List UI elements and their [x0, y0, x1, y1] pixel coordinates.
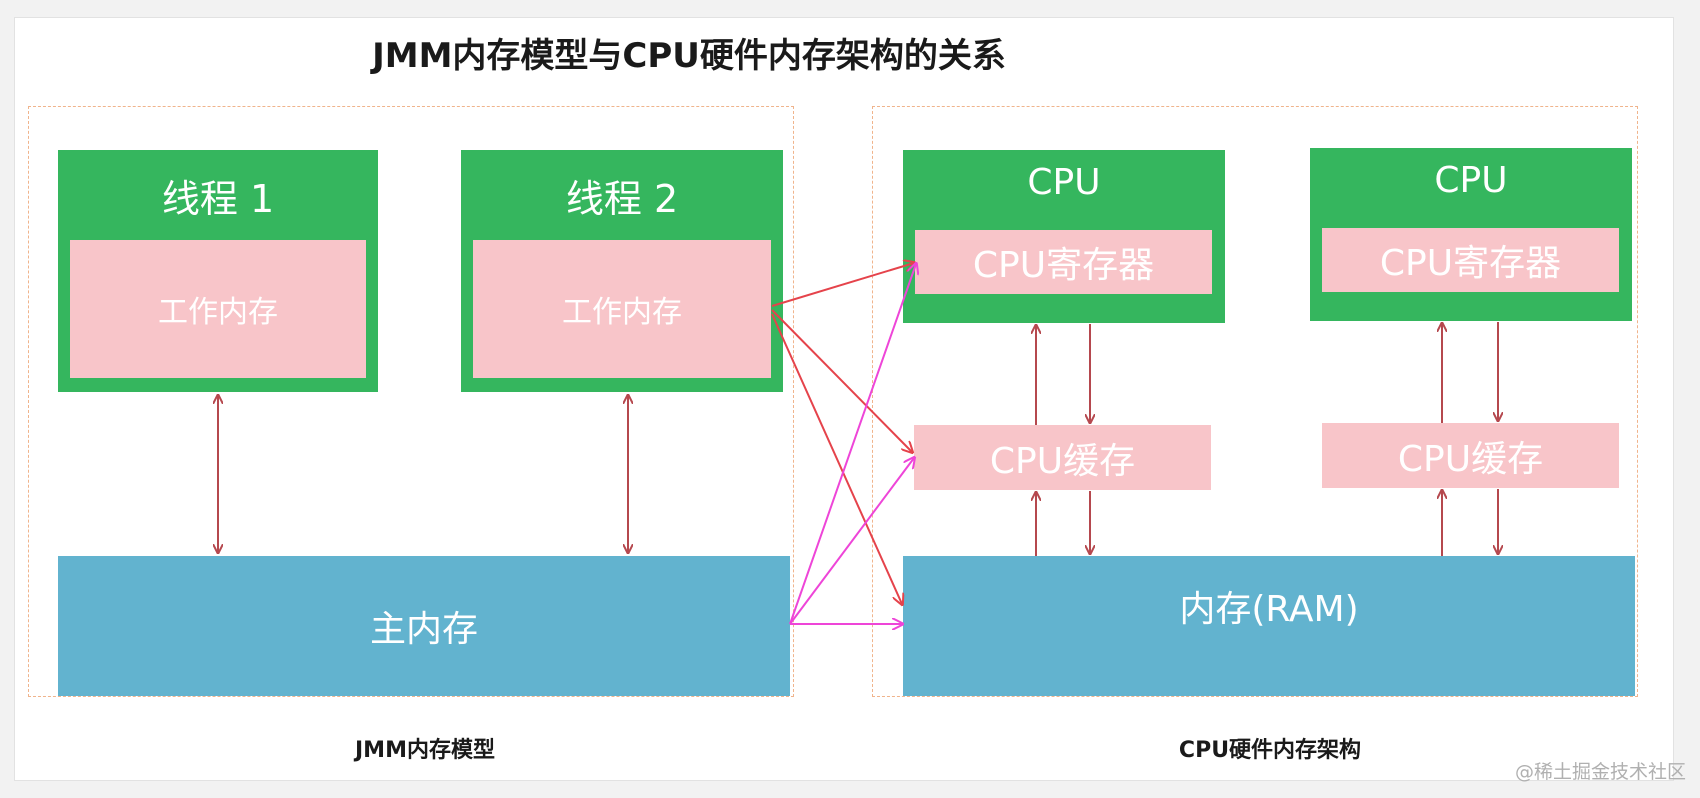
wm-to-ram-arrow: [771, 313, 902, 604]
cpu-2-label: CPU: [1434, 160, 1508, 201]
watermark: @稀土掘金技术社区: [1514, 761, 1686, 783]
ram: 内存(RAM): [903, 556, 1635, 696]
hardware-caption: CPU硬件内存架构: [1178, 738, 1362, 763]
thread-1-box: 线程 1 工作内存: [58, 150, 378, 392]
hardware-panel: [872, 106, 1638, 697]
cpu-1-box: CPU CPU寄存器: [903, 150, 1225, 323]
thread-2-working-memory: 工作内存: [473, 240, 771, 378]
main-to-cache-arrow: [789, 458, 914, 625]
thread-2-label: 线程 2: [565, 177, 679, 221]
cpu-1-cache: CPU缓存: [914, 425, 1211, 490]
cpu-2-box: CPU CPU寄存器: [1310, 148, 1632, 321]
cpu-1-register: CPU寄存器: [915, 230, 1212, 294]
main-memory: 主内存: [58, 556, 790, 696]
jmm-panel: [28, 106, 794, 697]
main-to-register-arrow: [789, 264, 916, 625]
thread-1-label: 线程 1: [161, 177, 275, 221]
wm-to-cache-arrow: [771, 309, 912, 452]
cpu-1-label: CPU: [1027, 162, 1101, 203]
jmm-caption: JMM内存模型: [355, 738, 495, 763]
thread-1-working-memory: 工作内存: [70, 240, 366, 378]
wm-to-register-arrow: [771, 263, 914, 307]
cpu-2-cache: CPU缓存: [1322, 423, 1619, 488]
diagram-title: JMM内存模型与CPU硬件内存架构的关系: [372, 36, 1006, 76]
cpu-2-register: CPU寄存器: [1322, 228, 1619, 292]
thread-2-box: 线程 2 工作内存: [461, 150, 783, 392]
